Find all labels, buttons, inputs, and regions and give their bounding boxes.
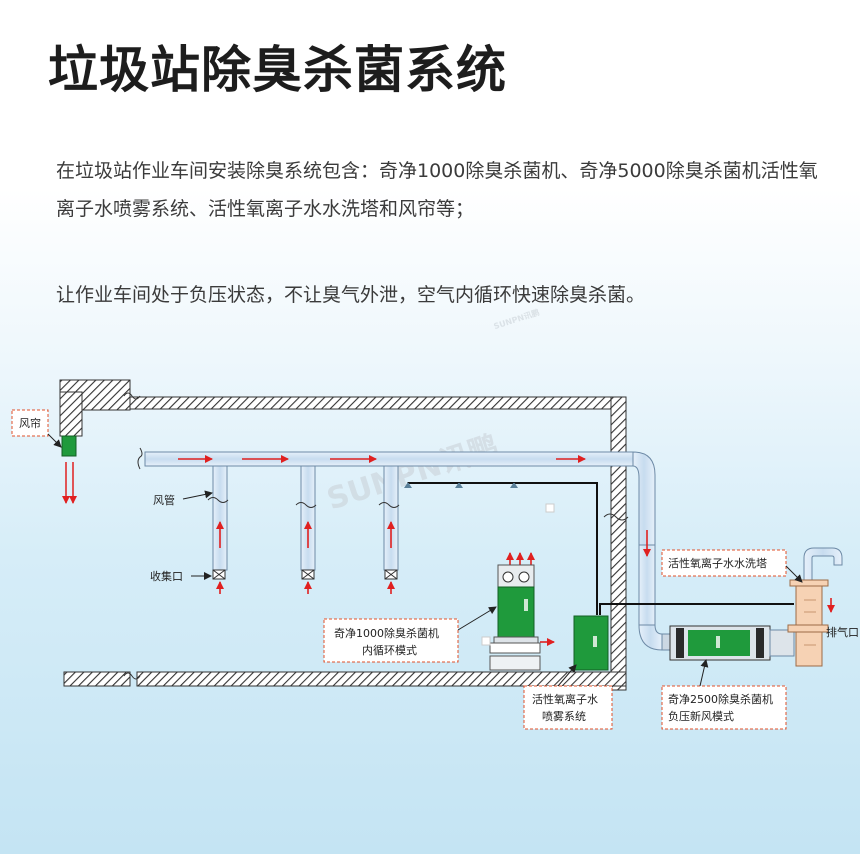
svg-text:风管: 风管 — [153, 493, 175, 507]
svg-text:奇净2500除臭杀菌机: 奇净2500除臭杀菌机 — [668, 692, 773, 706]
washing-tower — [787, 547, 843, 667]
collection-port-label: 收集口 — [150, 569, 212, 583]
svg-text:负压新风模式: 负压新风模式 — [668, 709, 734, 723]
svg-text:内循环模式: 内循环模式 — [362, 643, 417, 657]
watermark-small: SUNPN讯鹏 — [492, 307, 540, 331]
branch-duct-3 — [378, 465, 400, 580]
svg-text:风帘: 风帘 — [19, 416, 41, 430]
spray-pipe — [404, 482, 794, 615]
spray-system-unit — [573, 615, 609, 671]
description-paragraph-2: 让作业车间处于负压状态，不让臭气外泄，空气内循环快速除臭杀菌。 — [56, 284, 646, 306]
spray-system-label: 活性氧离子水 喷雾系统 — [523, 664, 613, 730]
svg-text:收集口: 收集口 — [150, 569, 183, 583]
page-title: 垃圾站除臭杀菌系统 — [48, 41, 507, 99]
air-curtain-label: 风帘 — [11, 409, 62, 448]
air-curtain — [61, 435, 77, 504]
description-paragraph-1: 在垃圾站作业车间安装除臭系统包含：奇净1000除臭杀菌机、奇净5000除臭杀菌机… — [56, 160, 818, 220]
branch-duct-2 — [295, 465, 317, 580]
svg-text:奇净1000除臭杀菌机: 奇净1000除臭杀菌机 — [334, 626, 439, 640]
svg-text:活性氧离子水水洗塔: 活性氧离子水水洗塔 — [668, 556, 767, 570]
branch-duct-1 — [207, 465, 229, 580]
watermark-main: SUNPN讯鹏 — [323, 429, 503, 517]
svg-text:排气口: 排气口 — [826, 625, 859, 639]
air-duct-label: 风管 — [153, 490, 213, 507]
svg-text:喷雾系统: 喷雾系统 — [542, 710, 586, 723]
qijing-2500-machine — [661, 625, 795, 661]
washing-tower-label: 活性氧离子水水洗塔 — [661, 549, 803, 583]
flow-arrows — [178, 455, 835, 646]
qijing-1000-machine — [481, 564, 541, 671]
qijing-2500-label: 奇净2500除臭杀菌机 负压新风模式 — [661, 659, 787, 730]
building-walls — [59, 379, 627, 691]
exhaust-label: 排气口 — [826, 625, 859, 639]
main-air-duct — [137, 447, 663, 651]
qijing-1000-label: 奇净1000除臭杀菌机 内循环模式 — [323, 606, 497, 663]
svg-text:活性氧离子水: 活性氧离子水 — [532, 692, 598, 706]
